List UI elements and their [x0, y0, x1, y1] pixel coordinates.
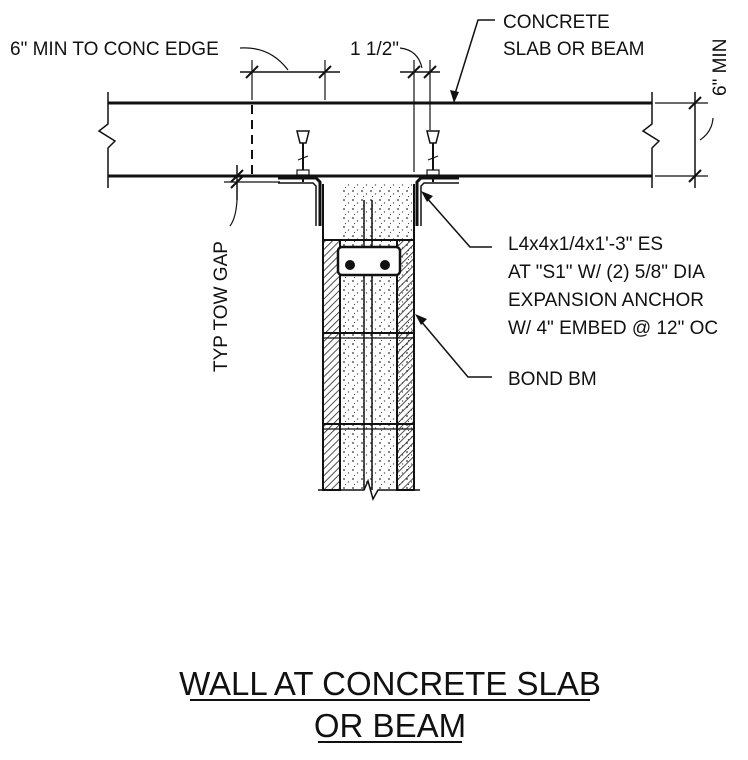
note-6in-min: 6" MIN [710, 39, 731, 96]
note-angle-line4: W/ 4" EMBED @ 12" OC [508, 318, 718, 339]
note-dimension-1-1-2: 1 1/2" [350, 39, 399, 60]
expansion-anchor-left [296, 130, 310, 182]
note-concrete-line2: SLAB OR BEAM [503, 39, 645, 60]
note-angle-line3: EXPANSION ANCHOR [508, 290, 704, 311]
note-angle-line1: L4x4x1/4x1'-3" ES [508, 234, 663, 255]
leader-concrete-slab [450, 19, 495, 103]
note-concrete-line1: CONCRETE [503, 12, 610, 33]
dimension-1-1-2 [399, 47, 440, 172]
cmu-face-shell-right [396, 239, 415, 491]
break-line-left [97, 92, 117, 188]
dimension-6in-min-to-edge [239, 47, 340, 100]
note-bond-beam: BOND BM [508, 369, 597, 390]
dimension-6in-min-depth [655, 92, 714, 188]
cmu-wall [318, 184, 420, 501]
steel-angle-left [278, 176, 322, 226]
cmu-face-shell-left [322, 239, 341, 491]
break-line-bottom [318, 478, 420, 501]
leader-steel-angle [421, 191, 492, 248]
dimension-tow-gap [224, 165, 280, 227]
concrete-slab [97, 92, 661, 188]
bond-beam-bar-right [380, 260, 390, 270]
expansion-anchor-right [426, 130, 440, 182]
note-tow-gap: TYP TOW GAP [211, 241, 232, 372]
leader-bond-beam [415, 314, 492, 378]
detail-title-line1: WALL AT CONCRETE SLAB [179, 665, 601, 702]
bond-beam [336, 245, 402, 277]
detail-title-line2: OR BEAM [314, 707, 466, 744]
steel-angle-right [415, 176, 459, 226]
break-line-right [641, 92, 661, 188]
bond-beam-bar-left [345, 260, 355, 270]
note-min-to-edge: 6" MIN TO CONC EDGE [10, 39, 219, 60]
note-angle-line2: AT "S1" W/ (2) 5/8" DIA [508, 262, 705, 283]
